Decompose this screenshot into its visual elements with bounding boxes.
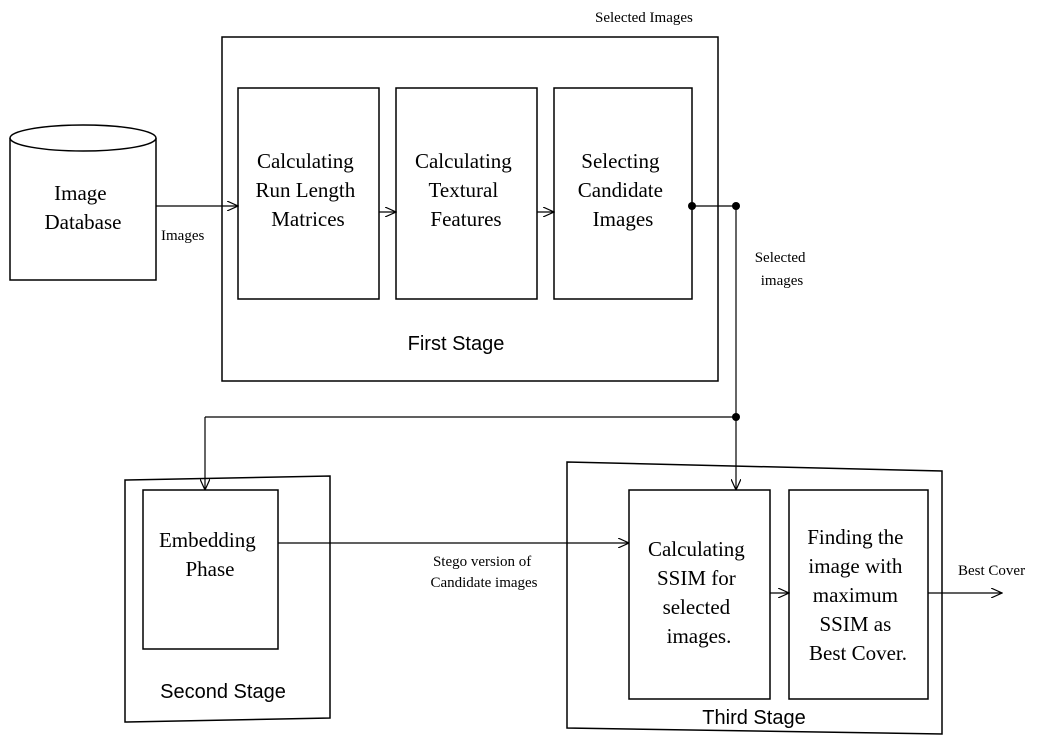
run-length-matrices-box: Calculating Run Length Matrices xyxy=(237,87,380,300)
embedding-phase-box: Embedding Phase xyxy=(142,489,279,650)
second-stage-frame xyxy=(124,475,331,723)
third-stage-label: Third Stage xyxy=(702,707,805,729)
ssim-calculation-box: Calculating SSIM for selected images. xyxy=(628,489,771,700)
best-cover-selection-box: Finding the image with maximum SSIM as B… xyxy=(788,489,929,700)
third-stage-frame xyxy=(566,461,943,735)
svg-text:Embedding Phase: Embedding Phase xyxy=(159,528,261,581)
svg-text:Calculating Textural: Calculating Textural Features xyxy=(415,149,517,231)
svg-text:Selecting Candidate: Selecting Candidate Images xyxy=(578,149,668,231)
image-database-label: Image Database xyxy=(45,181,122,234)
first-stage-label: First Stage xyxy=(408,333,505,355)
stego-edge-label: Stego version of Candidate images xyxy=(430,554,537,591)
svg-text:Calculating SSIM for: Calculating SSIM for selected images. xyxy=(648,537,750,648)
selected-images-top-label: Selected Images xyxy=(595,10,693,26)
image-database-cylinder: Image Database xyxy=(9,124,157,281)
best-cover-edge-label: Best Cover xyxy=(958,563,1025,579)
candidate-images-box: Selecting Candidate Images xyxy=(553,87,693,300)
images-edge-label: Images xyxy=(161,228,204,244)
textural-features-box: Calculating Textural Features xyxy=(395,87,538,300)
svg-text:Calculating Run Length: Calculating Run Length Matrices xyxy=(256,149,361,231)
second-stage-label: Second Stage xyxy=(160,681,286,703)
first-stage-frame xyxy=(221,36,719,382)
svg-text:Finding the image with: Finding the image with maximum SSIM as B… xyxy=(807,525,909,665)
selected-images-edge-label: Selected images xyxy=(755,250,810,289)
selected-images-connector xyxy=(205,202,740,490)
